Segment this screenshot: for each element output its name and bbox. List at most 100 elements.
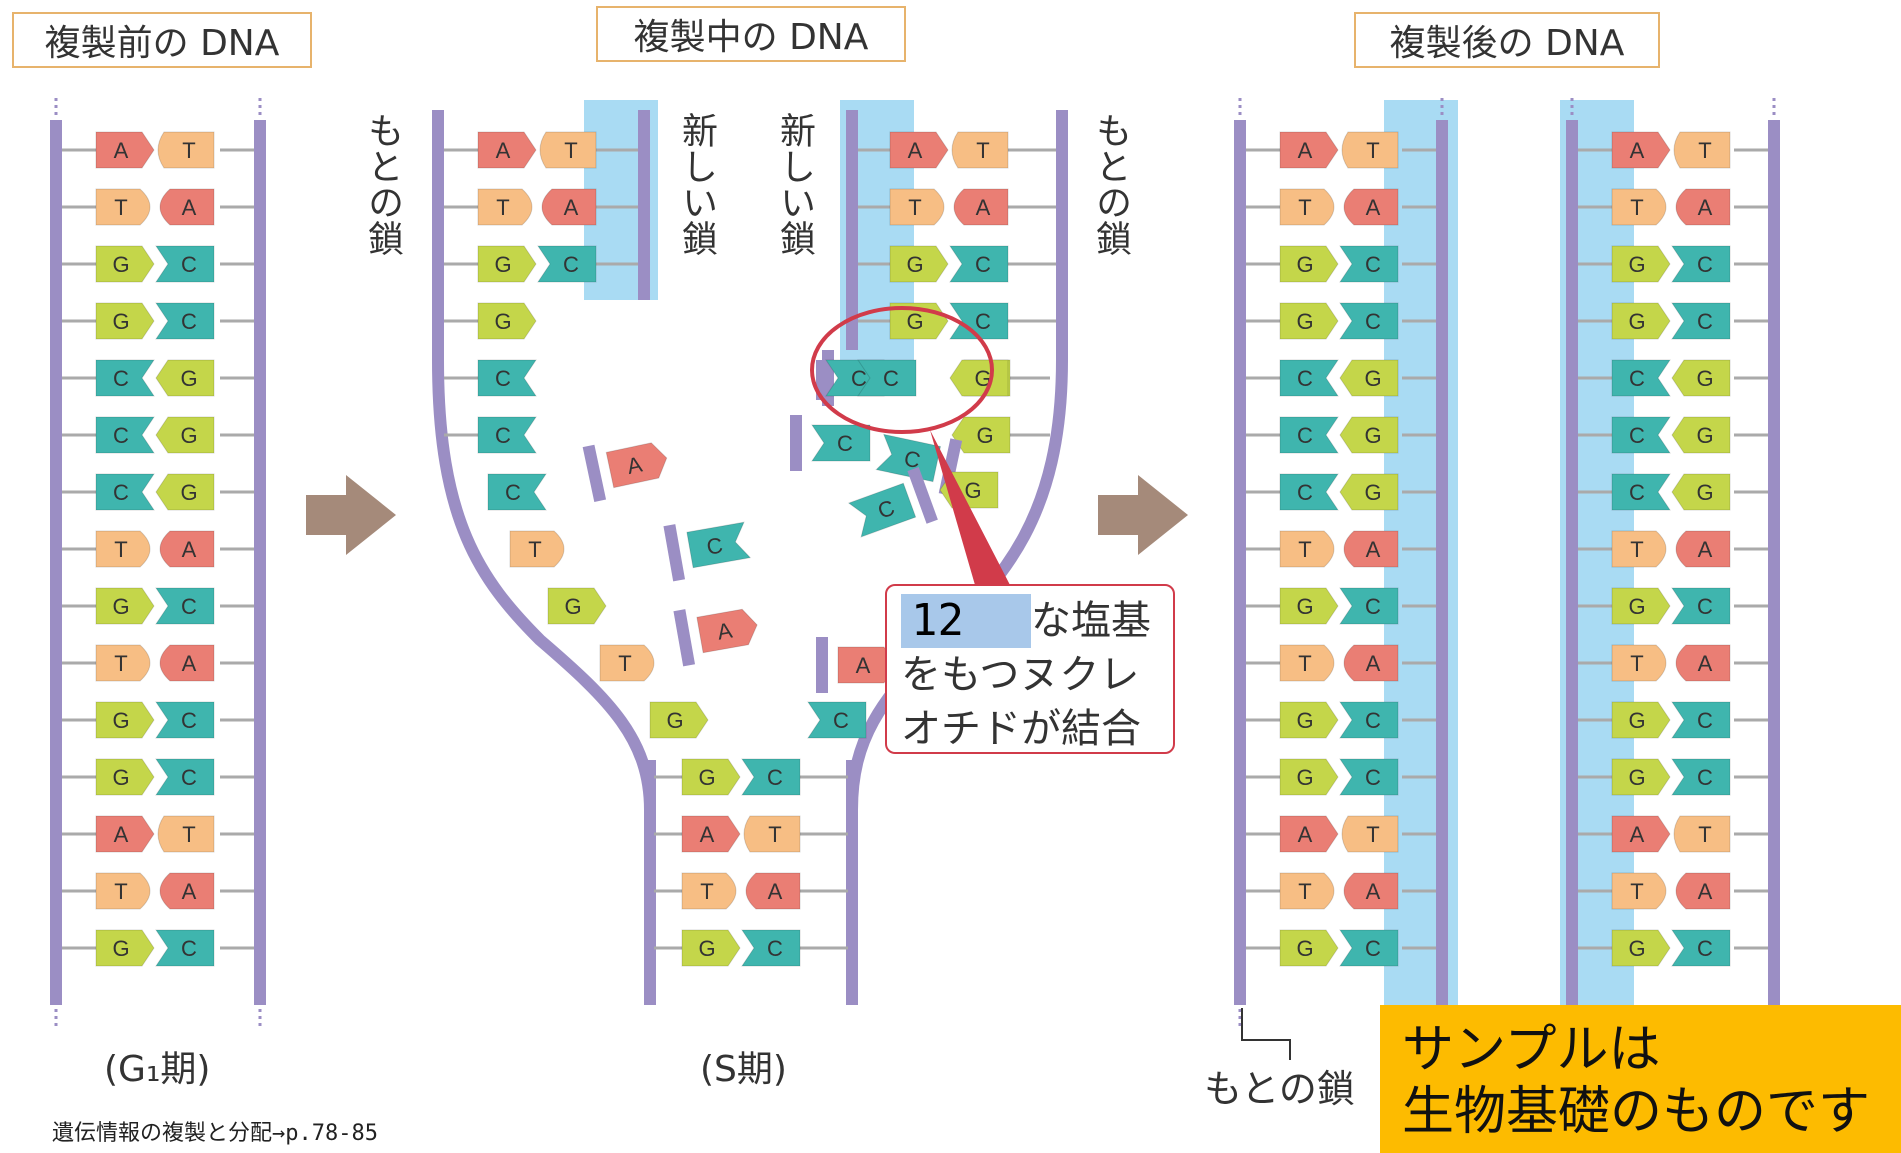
nucleotide-shape	[1611, 131, 1671, 169]
nucleotide-C: C	[1611, 473, 1671, 511]
base-letter: A	[1366, 537, 1381, 562]
nucleotide-shape	[95, 359, 155, 397]
free-nucleotide-A: A	[696, 608, 758, 654]
nucleotide-G: G	[1671, 359, 1731, 397]
base-letter: C	[181, 708, 197, 733]
base-letter: T	[908, 195, 921, 220]
nucleotide-T: T	[1279, 530, 1335, 568]
label-original-right-text: もとの鎖	[1090, 112, 1131, 256]
base-letter: T	[496, 195, 509, 220]
nucleotide-shape	[477, 131, 537, 169]
base-letter: G	[698, 936, 715, 961]
nucleotide-C: C	[1339, 929, 1399, 967]
nucleotide-shape	[1339, 758, 1399, 796]
free-backbone	[673, 609, 696, 667]
base-letter: G	[974, 366, 991, 391]
free-nucleotide: A	[673, 608, 758, 667]
nucleotide-G: G	[1279, 701, 1339, 739]
overlay	[810, 306, 1291, 1060]
base-letter: G	[564, 594, 581, 619]
nucleotide-G: G	[155, 416, 215, 454]
nucleotide-shape	[1343, 644, 1399, 682]
nucleotide-shape	[599, 644, 655, 682]
nucleotide-C: C	[1339, 701, 1399, 739]
nucleotide-A: A	[745, 872, 801, 910]
nucleotide-C: C	[741, 929, 801, 967]
base-letter: C	[851, 366, 867, 391]
base-letter: C	[767, 936, 783, 961]
base-letter: A	[114, 138, 129, 163]
title-before: 複製前の DNA	[12, 12, 312, 68]
nucleotide-C: C	[1339, 245, 1399, 283]
arrow-during-to-after	[1098, 475, 1188, 555]
base-letter: C	[705, 532, 725, 559]
free-backbone	[816, 637, 828, 693]
nucleotide-C: C	[1611, 416, 1671, 454]
nucleotide-shape	[541, 188, 597, 226]
base-letter: G	[1628, 252, 1645, 277]
nucleotide-shape	[1279, 473, 1339, 511]
nucleotide-shape	[1611, 758, 1671, 796]
nucleotide-T: T	[743, 815, 801, 853]
nucleotide-shape	[1279, 359, 1339, 397]
base-letter: G	[976, 423, 993, 448]
nucleotide-G: G	[1279, 302, 1339, 340]
base-letter: A	[768, 879, 783, 904]
nucleotide-T: T	[95, 188, 151, 226]
base-letter: A	[976, 195, 991, 220]
base-letter: C	[1697, 936, 1713, 961]
nucleotide-A: A	[1279, 815, 1339, 853]
label-original-strand-bottom: もとの鎖	[1204, 1067, 1355, 1111]
nucleotide-shape	[1279, 131, 1339, 169]
nucleotide-shape	[1279, 188, 1335, 226]
nucleotide-shape	[1671, 587, 1731, 625]
base-letter: T	[768, 822, 781, 847]
nucleotide-G: G	[1611, 302, 1671, 340]
nucleotide-T: T	[95, 530, 151, 568]
nucleotide-A: A	[95, 131, 155, 169]
nucleotide-shape	[875, 433, 942, 483]
free-nucleotide-C: C	[686, 521, 752, 569]
phase-s: (S期)	[700, 1049, 787, 1090]
nucleotide-shape	[889, 245, 949, 283]
nucleotide-shape	[159, 530, 215, 568]
base-letter: G	[1296, 309, 1313, 334]
answer-blank[interactable]: 12	[901, 594, 1031, 648]
nucleotide-shape	[95, 131, 155, 169]
nucleotide-G: G	[95, 758, 155, 796]
nucleotide-G: G	[1279, 758, 1339, 796]
nucleotide-shape	[477, 188, 533, 226]
arrows	[306, 475, 1188, 555]
rungs	[62, 148, 1768, 950]
base-letter: G	[112, 765, 129, 790]
nucleotide-T: T	[1611, 644, 1667, 682]
base-letter: G	[1628, 708, 1645, 733]
base-letter: C	[495, 423, 511, 448]
callout-pointer	[930, 430, 1010, 585]
nucleotide-G: G	[1339, 416, 1399, 454]
base-letter: C	[1297, 423, 1313, 448]
nucleotide-C: C	[1339, 302, 1399, 340]
nucleotide-A: A	[889, 131, 949, 169]
base-letter: G	[112, 594, 129, 619]
nucleotide-shape	[95, 473, 155, 511]
base-letter: G	[1628, 594, 1645, 619]
base-letter: T	[182, 822, 195, 847]
base-letter: G	[112, 708, 129, 733]
base-letter: G	[906, 309, 923, 334]
nucleotide-A: A	[1675, 530, 1731, 568]
fragment-backbone	[790, 415, 802, 471]
nucleotide-G: G	[1671, 416, 1731, 454]
nucleotide-C: C	[477, 416, 537, 454]
nucleotide-shape	[1671, 245, 1731, 283]
nucleotide-A: A	[1675, 644, 1731, 682]
base-letter: G	[112, 936, 129, 961]
nucleotide-T: T	[951, 131, 1009, 169]
nucleotide-G: G	[477, 245, 537, 283]
nucleotide-shape	[1671, 416, 1731, 454]
sample-notice: サンプルは 生物基礎のものです	[1380, 1005, 1901, 1153]
base-letter: C	[1297, 366, 1313, 391]
backbone-during-new-right	[846, 110, 858, 350]
base-letter: C	[181, 594, 197, 619]
